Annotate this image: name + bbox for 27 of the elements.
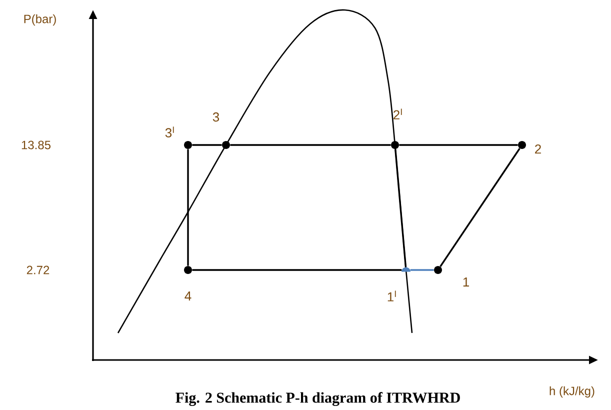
process-line	[187, 149, 189, 266]
process-line	[394, 149, 407, 268]
figure-caption: Fig. 2 Schematic P-h diagram of ITRWHRD	[176, 392, 460, 406]
state-point	[222, 141, 230, 149]
process-line	[230, 144, 391, 146]
point-label: 2	[535, 144, 541, 154]
point-label: 3	[212, 112, 220, 122]
axis-label: P(bar)	[24, 14, 56, 26]
state-point-marker	[402, 267, 410, 272]
process-line	[440, 148, 520, 267]
process-line	[399, 144, 518, 146]
point-label: 3$^{I}$	[165, 126, 174, 138]
process-line	[192, 269, 402, 271]
point-label: 1	[463, 278, 469, 286]
state-point	[518, 141, 526, 149]
axis-label: h (kJ/kg)	[550, 386, 594, 398]
point-label: 4	[184, 292, 192, 300]
state-point	[184, 266, 192, 274]
state-point	[434, 266, 442, 274]
tick-label: 2.72	[26, 266, 50, 274]
process-line	[192, 144, 222, 146]
point-label: 2$^{I}$	[394, 108, 402, 120]
state-point	[184, 141, 192, 149]
state-point	[391, 141, 399, 149]
point-label: 1$^{I}$	[388, 290, 396, 302]
process-line	[410, 269, 434, 271]
tick-label: 13.85	[22, 140, 50, 150]
